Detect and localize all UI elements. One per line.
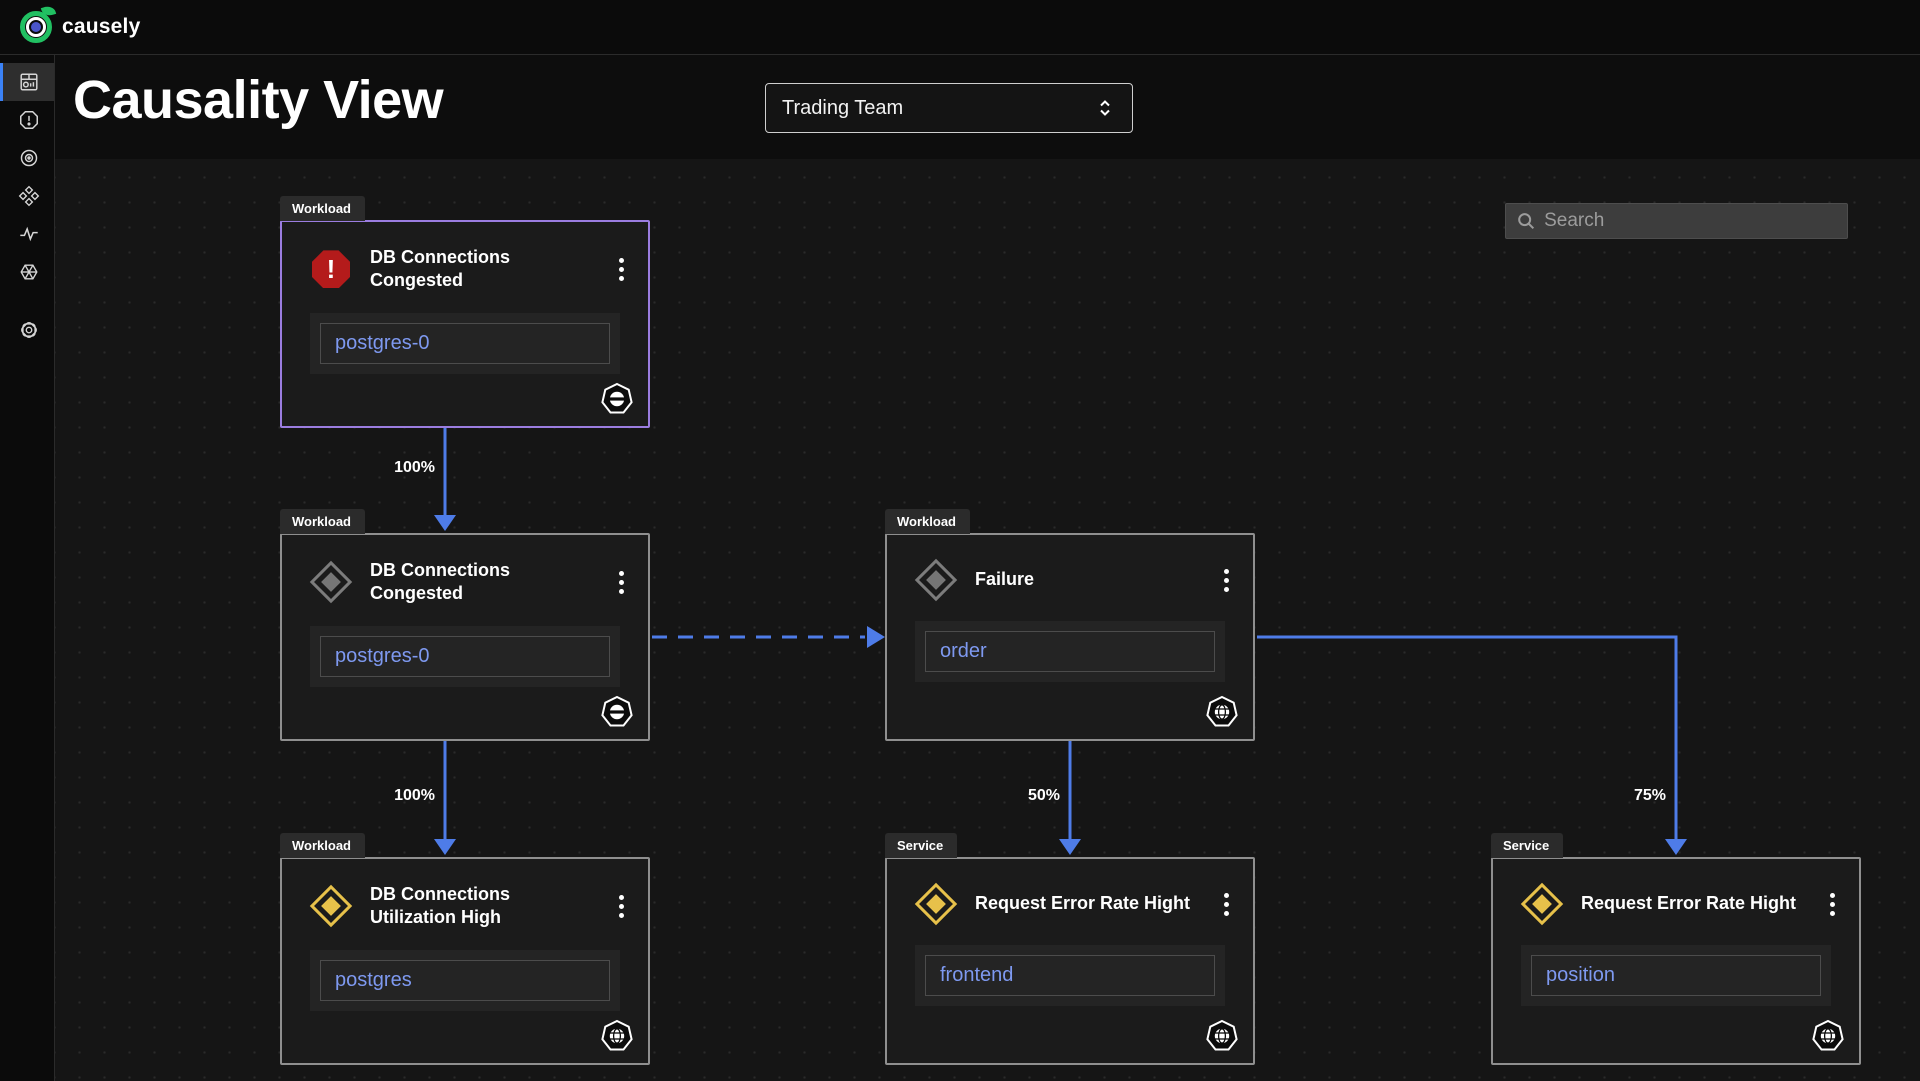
top-bar: causely bbox=[0, 0, 1920, 55]
graph-node-db-connections-congested-root[interactable]: Workload ! DB Connections Congested post… bbox=[280, 196, 650, 428]
statefulset-icon bbox=[601, 382, 633, 414]
critical-severity-icon: ! bbox=[310, 248, 352, 290]
warning-severity-icon bbox=[309, 885, 353, 928]
sidebar-nav bbox=[0, 55, 55, 1081]
page-title: Causality View bbox=[73, 70, 444, 130]
node-title: Request Error Rate Hight bbox=[975, 893, 1191, 914]
graph-search bbox=[1505, 203, 1848, 239]
sidebar-item-topology[interactable] bbox=[0, 253, 54, 291]
entity-box: frontend bbox=[915, 945, 1225, 1006]
node-category-tab: Service bbox=[885, 833, 958, 858]
node-menu-button[interactable] bbox=[1220, 565, 1233, 596]
node-category-tab: Workload bbox=[280, 196, 365, 221]
entity-box: postgres bbox=[310, 949, 620, 1011]
alert-octagon-icon bbox=[19, 111, 38, 129]
warning-severity-icon bbox=[914, 882, 958, 926]
search-input[interactable] bbox=[1544, 210, 1837, 232]
entity-link[interactable]: postgres bbox=[320, 959, 610, 1001]
team-selector-value: Trading Team bbox=[782, 96, 904, 119]
diamonds-cluster-icon bbox=[18, 185, 39, 207]
target-icon bbox=[20, 149, 37, 167]
globe-icon bbox=[1206, 695, 1238, 727]
statefulset-icon bbox=[601, 695, 633, 727]
team-selector[interactable]: Trading Team bbox=[765, 83, 1133, 133]
entity-link[interactable]: order bbox=[925, 631, 1215, 672]
globe-icon bbox=[1812, 1019, 1844, 1051]
brand-name: causely bbox=[62, 15, 141, 38]
node-menu-button[interactable] bbox=[1220, 889, 1233, 920]
edge-probability-label: 100% bbox=[394, 459, 435, 476]
globe-icon bbox=[1206, 1019, 1238, 1051]
activity-pulse-icon bbox=[19, 226, 38, 242]
sidebar-item-settings[interactable] bbox=[0, 311, 54, 349]
sidebar-item-targets[interactable] bbox=[0, 139, 54, 177]
node-menu-button[interactable] bbox=[615, 254, 628, 285]
causely-logo-icon bbox=[20, 4, 57, 43]
edge-probability-label: 75% bbox=[1633, 787, 1666, 804]
graph-node-request-error-rate-position[interactable]: Service Request Error Rate Hight positio… bbox=[1491, 833, 1861, 1065]
edge-probability-label: 50% bbox=[1027, 787, 1060, 804]
node-title: DB Connections Congested bbox=[370, 560, 511, 604]
node-title: Request Error Rate Hight bbox=[1581, 893, 1797, 914]
dashboard-icon bbox=[19, 73, 38, 91]
node-title: DB Connections Congested bbox=[370, 247, 511, 291]
causality-graph-canvas[interactable]: 100% 100% 50% 75% Workload ! DB Connec bbox=[55, 159, 1920, 1081]
node-title: Failure bbox=[975, 569, 1035, 590]
graph-node-db-connections-congested[interactable]: Workload DB Connections Congested postgr… bbox=[280, 509, 650, 741]
entity-box: postgres-0 bbox=[310, 312, 620, 374]
entity-link[interactable]: postgres-0 bbox=[320, 635, 610, 677]
graph-node-request-error-rate-frontend[interactable]: Service Request Error Rate Hight fronten… bbox=[885, 833, 1255, 1065]
node-title: DB Connections Utilization High bbox=[370, 884, 511, 928]
sidebar-item-alerts[interactable] bbox=[0, 101, 54, 139]
node-category-tab: Workload bbox=[885, 509, 970, 534]
graph-node-failure[interactable]: Workload Failure order bbox=[885, 509, 1255, 741]
gear-icon bbox=[20, 322, 37, 338]
node-category-tab: Service bbox=[1491, 833, 1564, 858]
entity-link[interactable]: position bbox=[1531, 955, 1821, 996]
entity-box: order bbox=[915, 621, 1225, 682]
node-menu-button[interactable] bbox=[615, 567, 628, 598]
node-menu-button[interactable] bbox=[1826, 889, 1839, 920]
cleared-severity-icon bbox=[309, 561, 353, 604]
search-icon bbox=[1518, 213, 1535, 230]
globe-icon bbox=[601, 1019, 633, 1051]
entity-link[interactable]: postgres-0 bbox=[320, 322, 610, 364]
node-category-tab: Workload bbox=[280, 509, 365, 534]
entity-box: position bbox=[1521, 945, 1831, 1006]
warning-severity-icon bbox=[1520, 882, 1564, 926]
sidebar-item-dashboard[interactable] bbox=[0, 63, 54, 101]
node-menu-button[interactable] bbox=[615, 891, 628, 922]
chevron-up-down-icon bbox=[1100, 100, 1110, 116]
hex-wheel-icon bbox=[19, 264, 38, 280]
page-header: Causality View Trading Team bbox=[55, 55, 1920, 159]
graph-node-db-connections-utilization-high[interactable]: Workload DB Connections Utilization High… bbox=[280, 833, 650, 1065]
sidebar-item-clusters[interactable] bbox=[0, 177, 54, 215]
node-category-tab: Workload bbox=[280, 833, 365, 858]
causely-logo: causely bbox=[20, 4, 141, 43]
cleared-severity-icon bbox=[914, 558, 958, 602]
edge-probability-label: 100% bbox=[394, 787, 435, 804]
entity-link[interactable]: frontend bbox=[925, 955, 1215, 996]
entity-box: postgres-0 bbox=[310, 625, 620, 687]
sidebar-item-activity[interactable] bbox=[0, 215, 54, 253]
